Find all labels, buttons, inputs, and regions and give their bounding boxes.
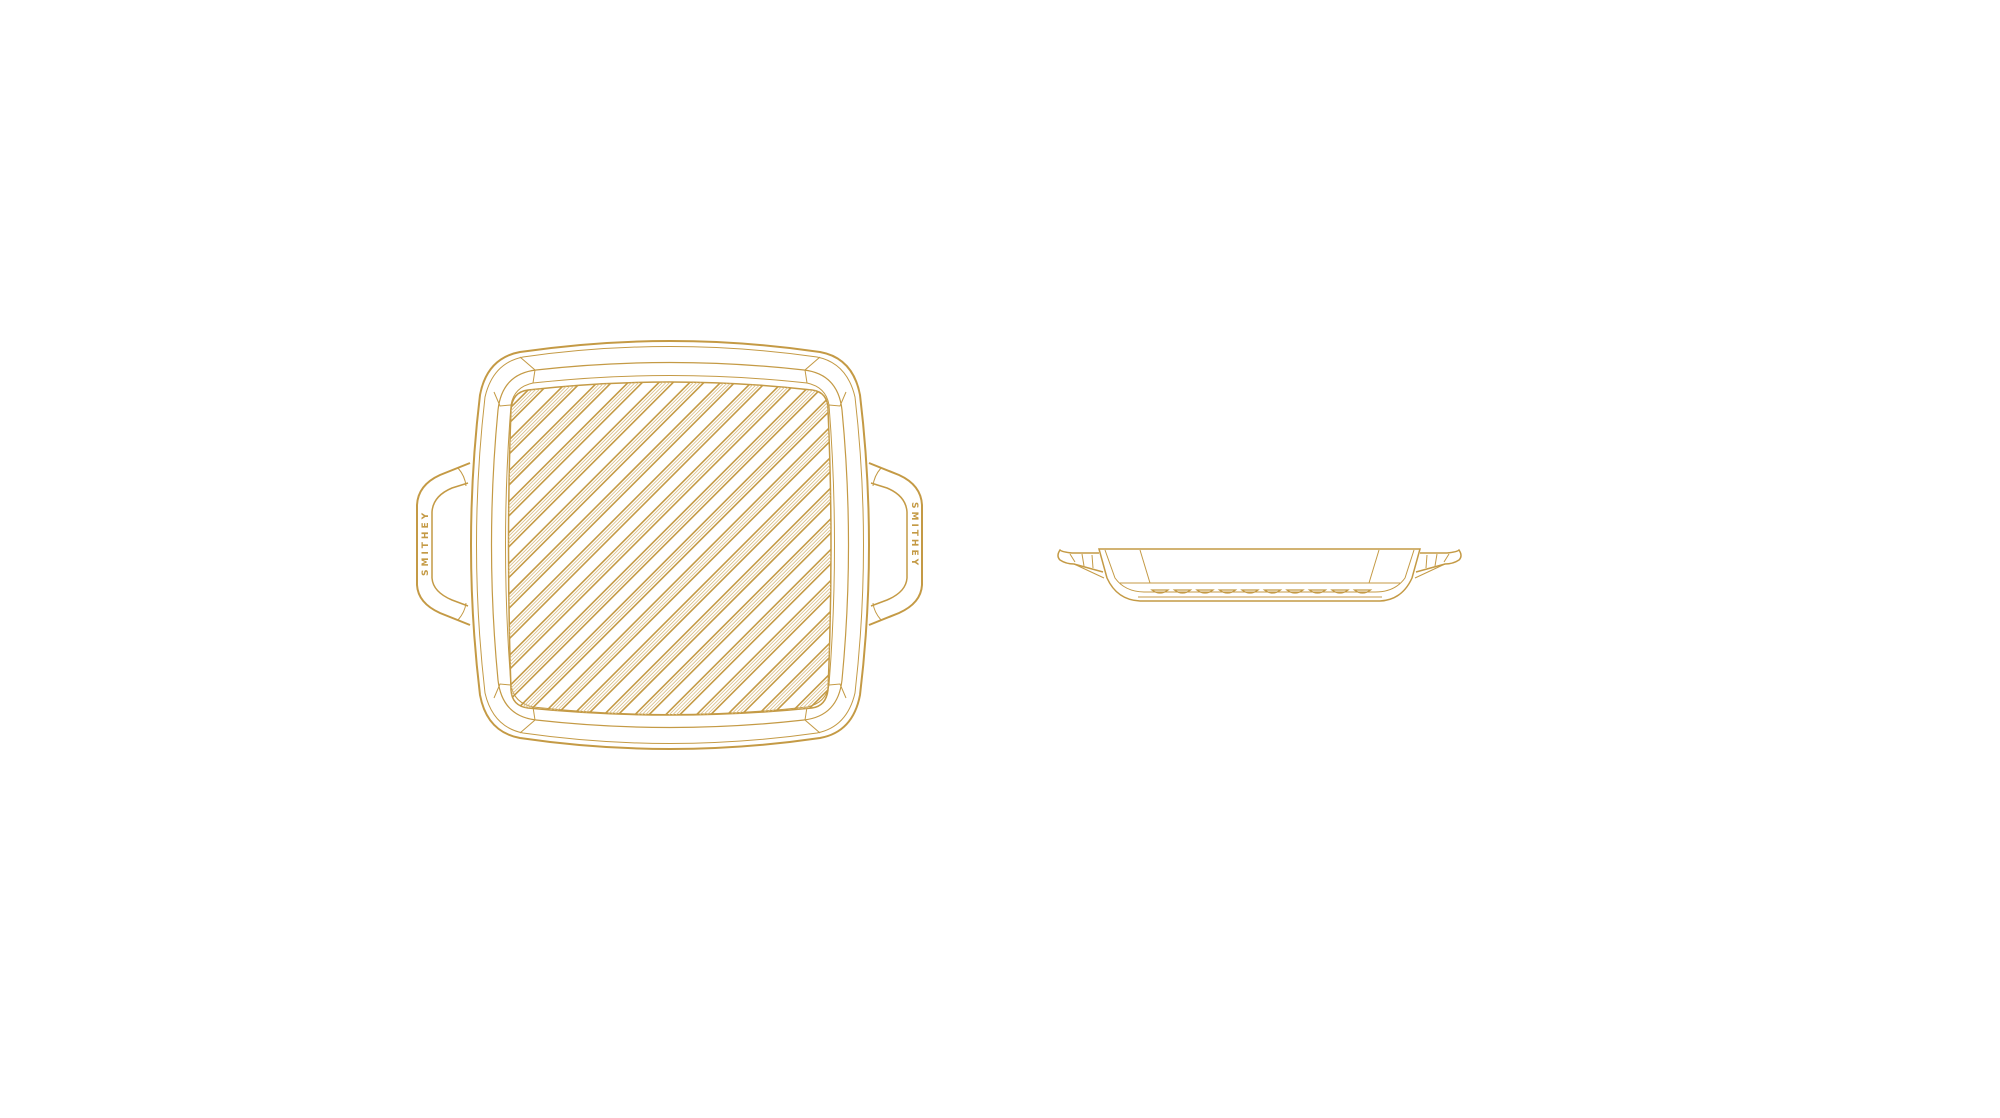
side-rib [1195, 589, 1215, 594]
brand-mark-right: SMITHEY [909, 502, 919, 568]
grill-ridge [508, 382, 831, 715]
corner-facets [493, 356, 847, 734]
grill-surface [507, 381, 832, 716]
side-right-handle [1415, 548, 1462, 573]
pan-outer-rim [470, 340, 870, 750]
side-grill-ribs [1150, 589, 1373, 594]
grill-ridge [508, 382, 831, 715]
grill-ridge [610, 382, 831, 715]
side-rib [1262, 589, 1283, 594]
grill-ridge [508, 382, 831, 715]
side-pan-body [1098, 548, 1421, 602]
grill-pan-side-view [1057, 548, 1462, 602]
grill-ridge [549, 382, 831, 715]
grill-ridge [508, 382, 831, 715]
side-rib [1307, 589, 1328, 594]
side-rib [1172, 589, 1193, 594]
grill-ridge [672, 382, 831, 715]
side-rib [1150, 589, 1170, 594]
grill-ridge [579, 382, 831, 715]
grill-ridge [508, 382, 831, 715]
side-rib [1240, 589, 1260, 594]
grill-ridge [508, 382, 831, 715]
grill-ridge [508, 382, 831, 715]
pan-inner-wall [490, 361, 850, 729]
side-rib [1330, 589, 1350, 594]
grill-ridge [703, 382, 831, 715]
grill-pan-top-view: SMITHEY SMITHEY [416, 340, 923, 750]
side-rib [1217, 589, 1238, 594]
grill-ridge [508, 382, 831, 715]
side-rib [1352, 589, 1373, 594]
grill-ridge [518, 382, 831, 715]
right-handle: SMITHEY [868, 462, 923, 626]
brand-mark-left: SMITHEY [421, 510, 431, 576]
grill-ridge [641, 382, 831, 715]
grill-ridge [733, 382, 831, 715]
grill-ridge [508, 382, 831, 715]
side-rib [1285, 589, 1305, 594]
grill-ridge [508, 382, 826, 715]
grill-ridges [508, 382, 831, 715]
side-left-handle [1057, 548, 1104, 573]
left-handle: SMITHEY [416, 462, 471, 626]
